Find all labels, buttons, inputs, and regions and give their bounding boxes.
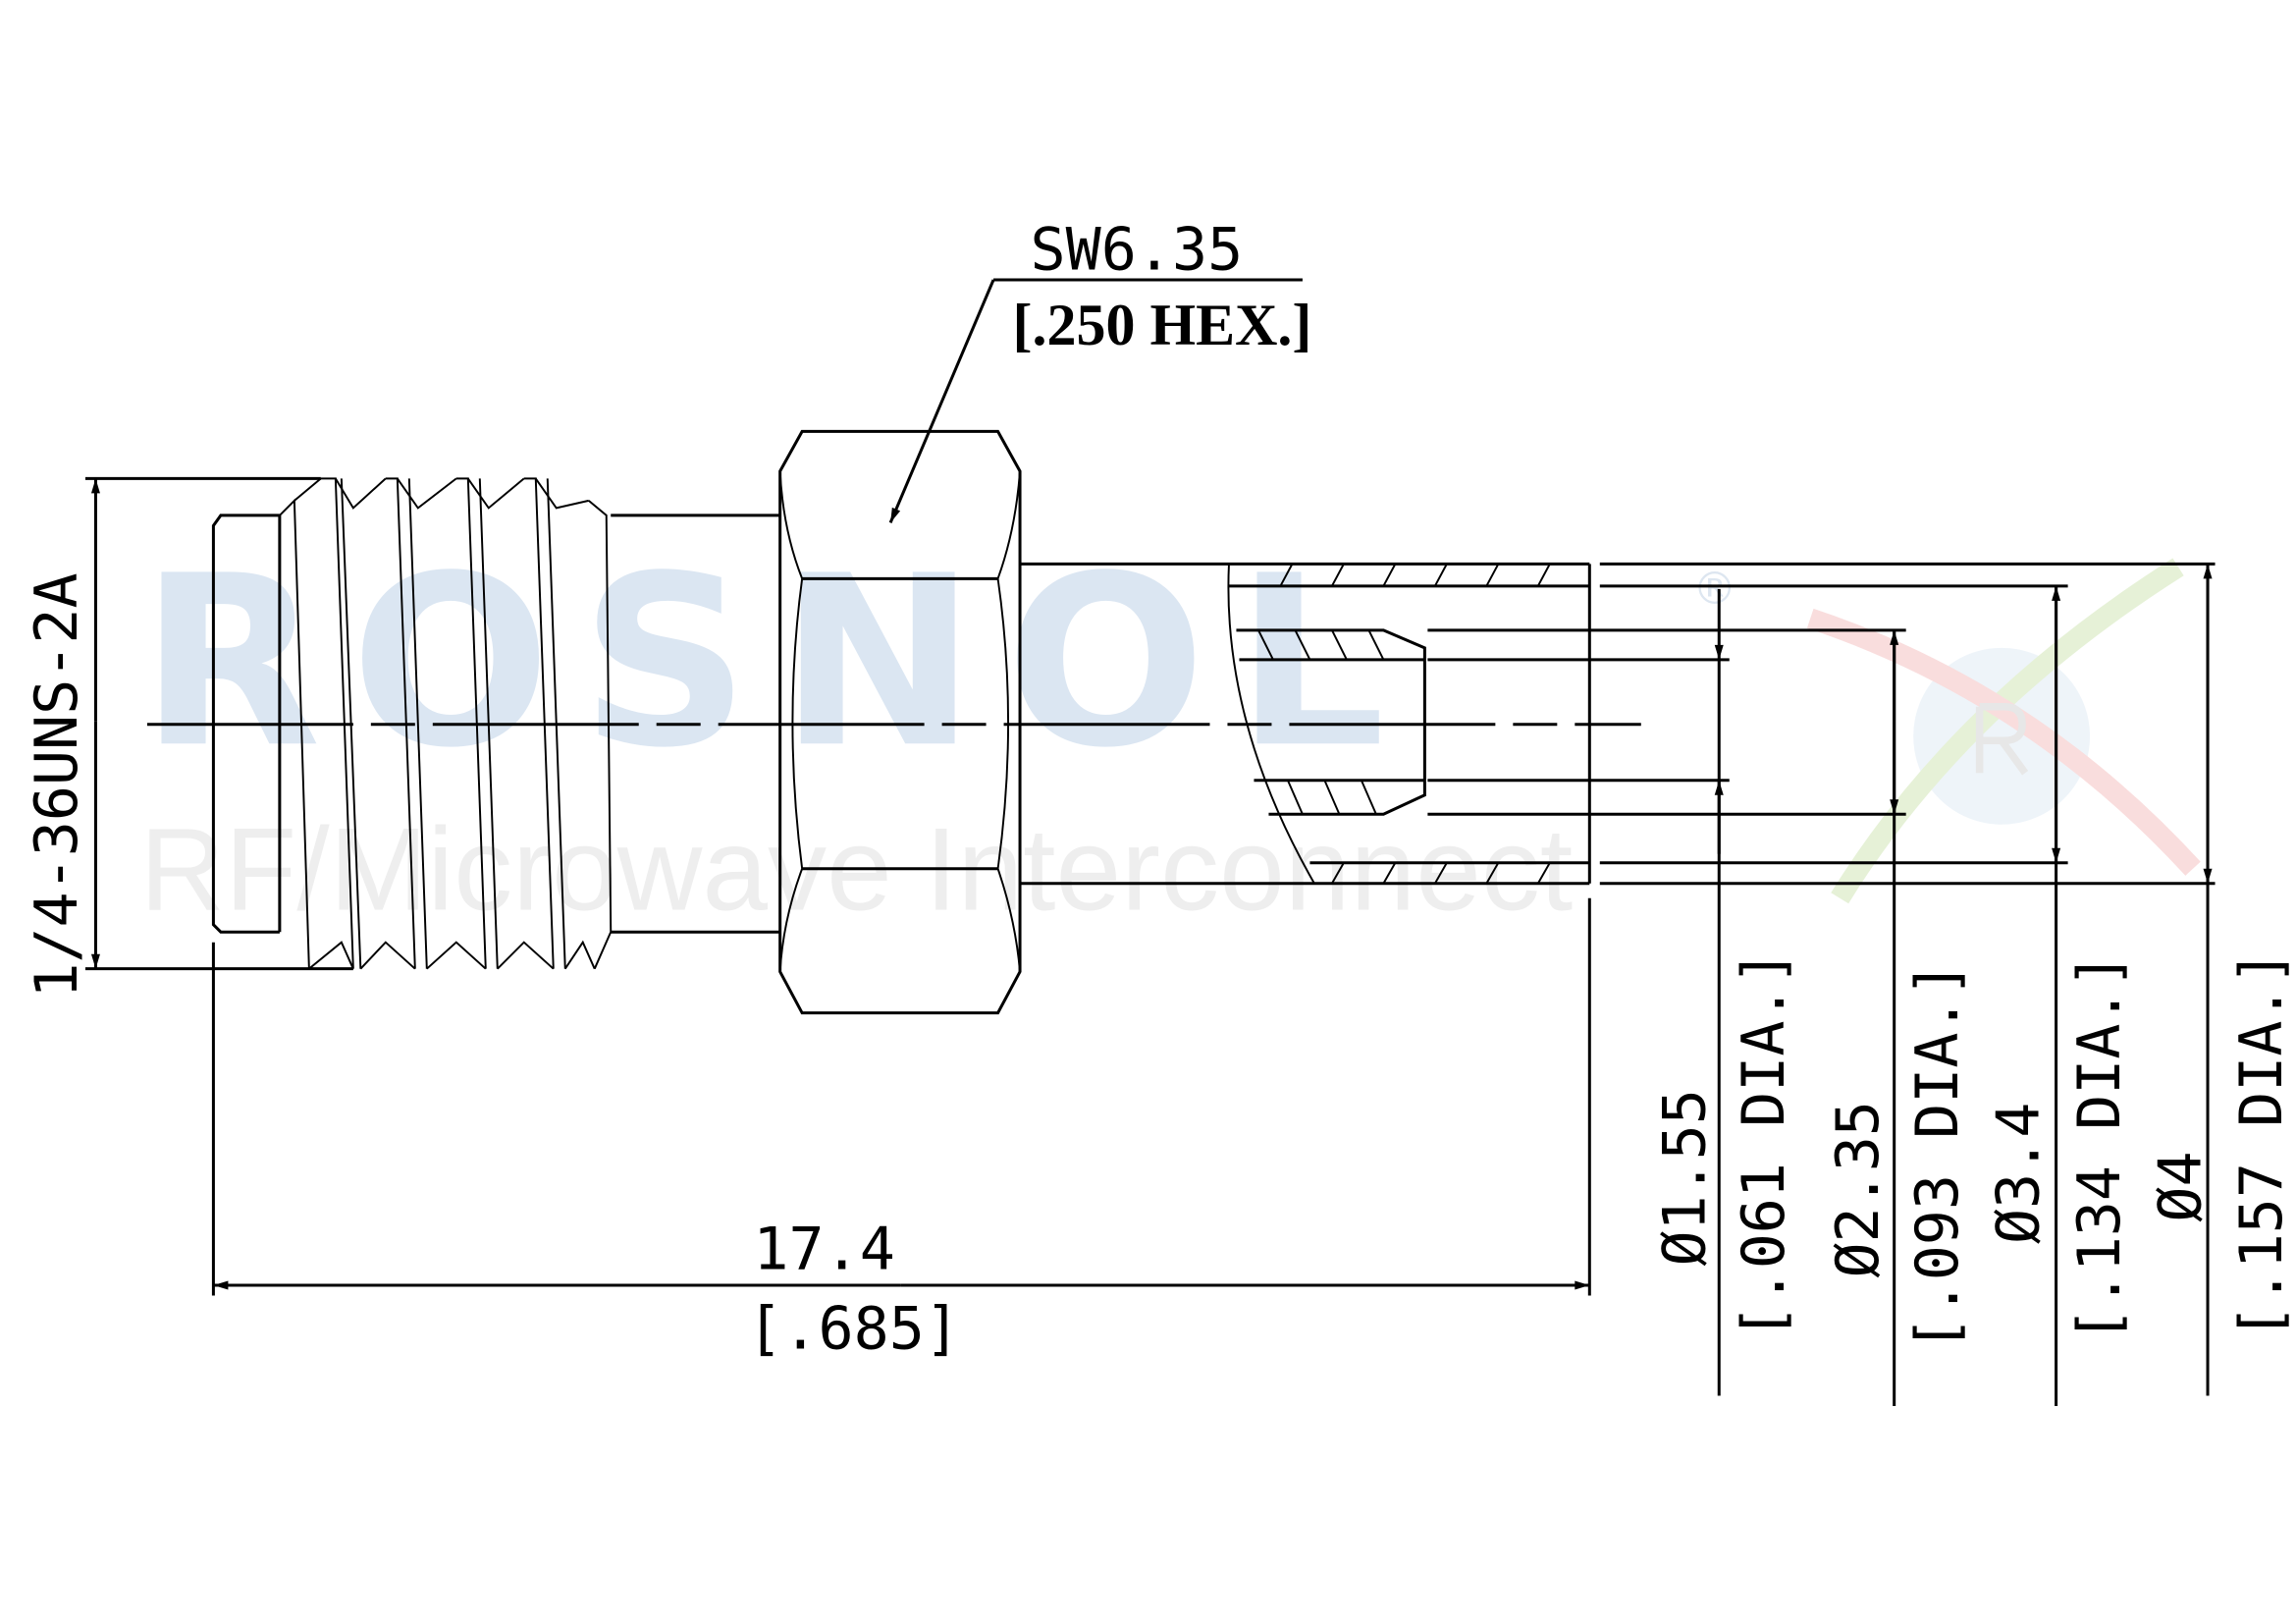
watermark-brand: ROSNOL [139, 524, 1415, 799]
dia-1-imperial: [.061 DIA.] [1730, 949, 1798, 1339]
hex-imperial: [.250 HEX.] [1013, 293, 1312, 357]
hex-callout: SW6.35 [.250 HEX.] [888, 215, 1312, 523]
dia-3-imperial: [.134 DIA.] [2065, 952, 2134, 1342]
dia-1-metric: Ø1.55 [1650, 1089, 1719, 1267]
length-dimension: 17.4 [.685] [211, 942, 1590, 1364]
watermark: ROSNOL ® RF/Microwave Interconnect [139, 524, 2201, 936]
hex-size: SW6.35 [1031, 215, 1244, 284]
length-metric: 17.4 [753, 1216, 894, 1284]
hex-nut [778, 429, 1022, 1015]
watermark-logo-icon [1806, 558, 2201, 904]
diameter-extension-lines [1427, 562, 2216, 1406]
dia-4-imperial: [.157 DIA.] [2227, 949, 2296, 1339]
dia-4-metric: Ø4 [2147, 1151, 2216, 1221]
diameter-labels: Ø1.55 [.061 DIA.] Ø2.35 [.093 DIA.] Ø3.4… [1650, 949, 2296, 1351]
shank-section [1020, 562, 1591, 886]
thread-spec: 1/4-36UNS-2A [23, 572, 91, 998]
dia-2-imperial: [.093 DIA.] [1903, 961, 1972, 1351]
dia-3-metric: Ø3.4 [1985, 1103, 2054, 1244]
threaded-body [211, 477, 780, 970]
dia-2-metric: Ø2.35 [1824, 1101, 1893, 1278]
watermark-registered: ® [1692, 563, 1736, 615]
thread-dimension: 1/4-36UNS-2A [23, 476, 353, 999]
length-imperial: [.685] [747, 1295, 960, 1364]
